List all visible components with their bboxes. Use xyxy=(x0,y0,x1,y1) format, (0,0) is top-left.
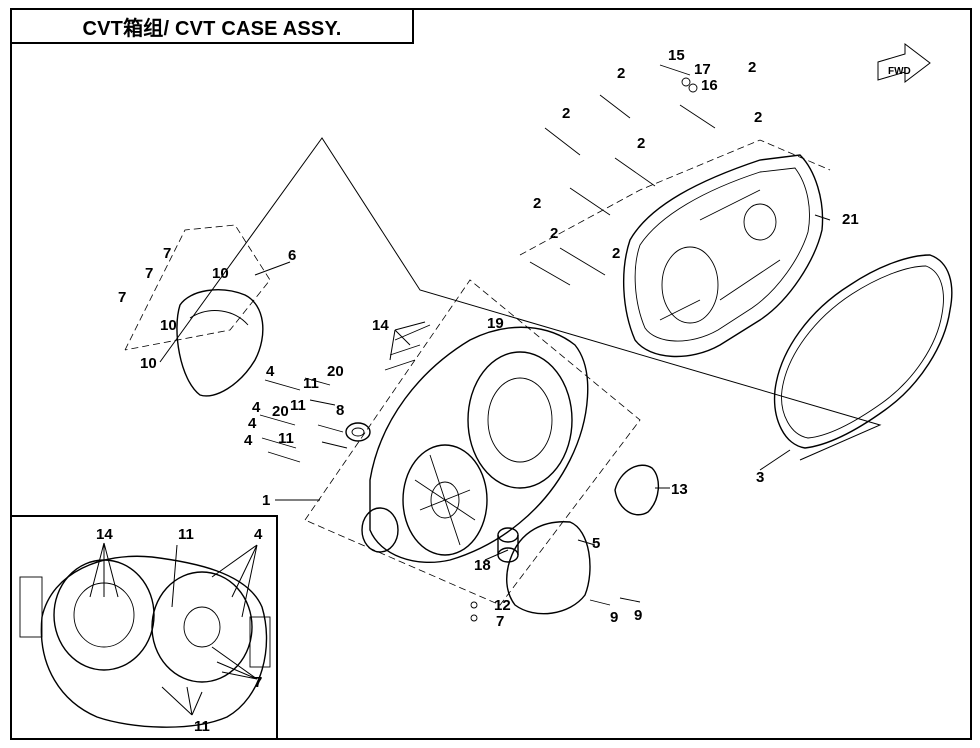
callout-10: 10 xyxy=(212,265,229,282)
callout-20: 20 xyxy=(272,403,289,420)
callout-2: 2 xyxy=(617,65,625,82)
cvt-inner-case xyxy=(361,326,589,564)
callout-4: 4 xyxy=(266,363,275,380)
bearing-cover xyxy=(506,521,591,615)
callout-1: 1 xyxy=(262,492,270,509)
callout-2: 2 xyxy=(550,225,558,242)
gasket-small xyxy=(614,464,659,516)
callout-2: 2 xyxy=(754,109,762,126)
cvt-outer-cover xyxy=(623,154,824,358)
gasket xyxy=(773,254,953,449)
callout-4: 4 xyxy=(252,399,261,416)
bolts-top xyxy=(529,64,716,286)
inset-callout-7: 7 xyxy=(254,674,262,691)
callout-7: 7 xyxy=(163,245,171,262)
callout-10: 10 xyxy=(140,355,157,372)
callout-17: 17 xyxy=(694,61,711,78)
callout-2: 2 xyxy=(612,245,620,262)
inset-callout-11: 11 xyxy=(194,718,210,735)
diagram-frame xyxy=(10,8,972,740)
callout-19: 19 xyxy=(487,315,504,332)
callout-9: 9 xyxy=(634,607,642,624)
callout-20: 20 xyxy=(327,363,344,380)
callout-7: 7 xyxy=(496,613,504,630)
callout-4: 4 xyxy=(244,432,253,449)
callout-4: 4 xyxy=(248,415,257,432)
oil-seal xyxy=(345,422,371,442)
callout-2: 2 xyxy=(637,135,645,152)
callout-6: 6 xyxy=(288,247,296,264)
callout-7: 7 xyxy=(145,265,153,282)
assembly-outlines xyxy=(124,137,882,606)
callout-11: 11 xyxy=(278,430,294,447)
callout-15: 15 xyxy=(668,47,685,64)
callout-11: 11 xyxy=(303,375,319,392)
bolts-left xyxy=(259,324,431,463)
inset-callout-4: 4 xyxy=(254,526,263,543)
callout-10: 10 xyxy=(160,317,177,334)
leader-lines xyxy=(254,214,831,561)
callout-2: 2 xyxy=(562,105,570,122)
diagram-title: CVT箱组/ CVT CASE ASSY. xyxy=(10,8,414,44)
callout-7: 7 xyxy=(118,289,126,306)
callout-3: 3 xyxy=(756,469,764,486)
callout-5: 5 xyxy=(592,535,600,552)
callout-2: 2 xyxy=(748,59,756,76)
callout-12: 12 xyxy=(494,597,511,614)
callout-14: 14 xyxy=(372,317,389,334)
callout-21: 21 xyxy=(842,211,859,228)
callout-13: 13 xyxy=(671,481,688,498)
deflector-plate xyxy=(176,289,264,397)
callout-labels: 1 2 2 2 2 2 2 2 2 3 4 4 4 4 5 6 7 7 7 7 … xyxy=(118,47,859,630)
bolts-bottom xyxy=(470,597,641,622)
fwd-label: FWD xyxy=(888,66,911,77)
callout-2: 2 xyxy=(533,195,541,212)
inset-detail-view: 14 11 4 7 11 xyxy=(10,515,278,740)
forward-arrow-icon: FWD xyxy=(877,42,931,84)
callout-18: 18 xyxy=(474,557,491,574)
callout-8: 8 xyxy=(336,402,344,419)
callout-9: 9 xyxy=(610,609,618,626)
inset-drawing: 14 11 4 7 11 xyxy=(19,526,271,735)
inset-callout-14: 14 xyxy=(96,526,113,543)
callout-16: 16 xyxy=(701,77,718,94)
sleeve xyxy=(497,527,519,563)
callout-11: 11 xyxy=(290,397,306,414)
inset-callout-11: 11 xyxy=(178,526,194,543)
